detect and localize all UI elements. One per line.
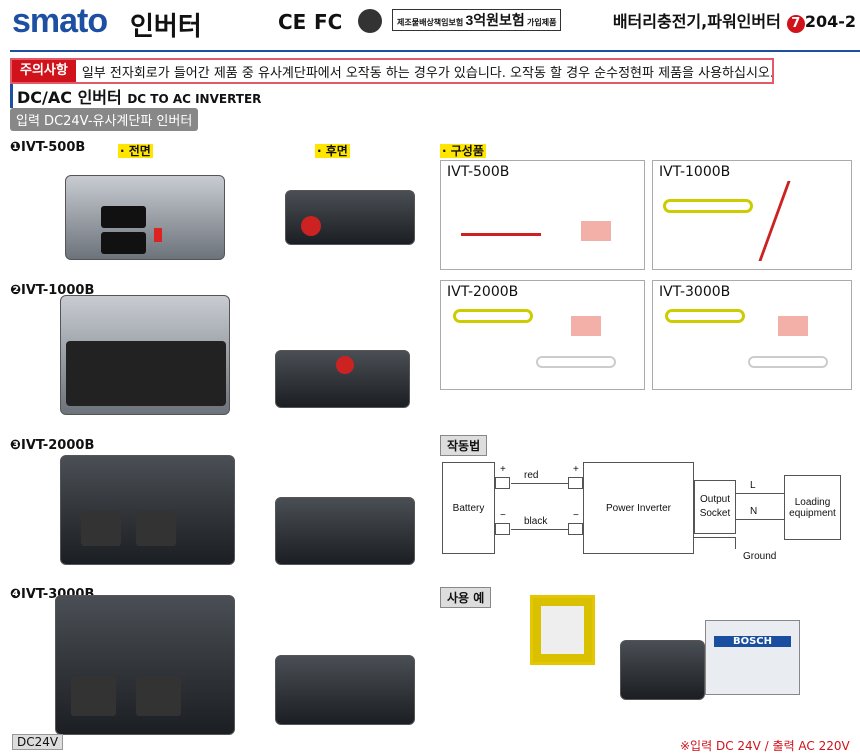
minus-sign: − bbox=[500, 510, 506, 521]
n-label: N bbox=[750, 506, 758, 517]
col-components-label: · 구성품 bbox=[440, 144, 486, 158]
model-num: ❸ bbox=[10, 438, 22, 453]
model-num: ❹ bbox=[10, 587, 22, 602]
cable-image bbox=[758, 181, 833, 261]
diagram-title: 작동법 bbox=[440, 435, 488, 456]
model-name: IVT-500B bbox=[21, 140, 86, 155]
n-wire bbox=[736, 519, 784, 520]
socket-label: Socket bbox=[699, 508, 731, 519]
model-name: IVT-1000B bbox=[21, 283, 95, 298]
red-wire bbox=[511, 483, 568, 484]
model-name: IVT-2000B bbox=[21, 438, 95, 453]
battery-brand: BOSCH bbox=[714, 636, 791, 647]
components-panel: IVT-2000B bbox=[440, 280, 645, 390]
model-label: ❶IVT-500B bbox=[10, 140, 85, 155]
brand-logo: smato bbox=[12, 2, 108, 40]
insurance-badge: 제조물배상책임보험 3억원보험 가입제품 bbox=[392, 9, 562, 31]
l-wire bbox=[736, 493, 784, 494]
model-label: ❷IVT-1000B bbox=[10, 283, 94, 298]
black-label: black bbox=[524, 516, 548, 527]
insurance-suffix: 가입제품 bbox=[527, 18, 557, 27]
panel-title: IVT-2000B bbox=[447, 284, 519, 300]
clip-cable-image bbox=[461, 216, 541, 236]
black-wire bbox=[511, 529, 568, 530]
panel-title: IVT-3000B bbox=[659, 284, 731, 300]
fc-mark: FC bbox=[314, 10, 343, 34]
footer-note: ※입력 DC 24V / 출력 AC 220V bbox=[680, 739, 850, 753]
ground-wire bbox=[694, 537, 736, 549]
minus-sign: − bbox=[573, 510, 579, 521]
components-panel: IVT-1000B bbox=[652, 160, 852, 270]
model-num: ❷ bbox=[10, 283, 22, 298]
ivt3000b-front-image bbox=[55, 595, 235, 735]
ivt2000b-rear-image bbox=[275, 497, 415, 565]
work-light-image bbox=[530, 595, 595, 665]
ivt500b-front-image bbox=[65, 175, 225, 260]
load-box: Loading equipment bbox=[784, 475, 841, 540]
fuse-image bbox=[581, 221, 611, 241]
ivt1000b-rear-image bbox=[275, 350, 410, 408]
model-num: ❶ bbox=[10, 140, 22, 155]
insurance-small: 제조물배상책임보험 bbox=[397, 18, 464, 27]
battery-image: BOSCH bbox=[705, 620, 800, 695]
plus-sign: + bbox=[500, 464, 506, 475]
warning-text: 일부 전자회로가 들어간 제품 중 유사계단파에서 오작동 하는 경우가 있습니… bbox=[81, 65, 774, 81]
plus-sign: + bbox=[573, 464, 579, 475]
dc24v-tag: DC24V bbox=[12, 734, 64, 750]
section-title-ko: DC/AC 인버터 bbox=[17, 88, 122, 107]
col-front: · 전면 bbox=[118, 140, 153, 159]
ivt3000b-rear-image bbox=[275, 655, 415, 725]
inverter-box: Power Inverter bbox=[583, 462, 694, 554]
page-title: 인버터 bbox=[130, 12, 202, 42]
ground-label: Ground bbox=[743, 551, 777, 562]
usage-title: 사용 예 bbox=[440, 587, 492, 608]
col-front-label: · 전면 bbox=[118, 144, 153, 158]
components-panel: IVT-500B bbox=[440, 160, 645, 270]
warning-box: 주의사항 일부 전자회로가 들어간 제품 중 유사계단파에서 오작동 하는 경우가… bbox=[10, 58, 774, 84]
model-label: ❸IVT-2000B bbox=[10, 438, 94, 453]
panel-title: IVT-500B bbox=[447, 164, 510, 180]
page-code: 204-2 bbox=[804, 12, 856, 31]
cable-image bbox=[663, 199, 753, 213]
section-title: DC/AC 인버터 DC TO AC INVERTER bbox=[10, 84, 261, 108]
col-rear: · 후면 bbox=[315, 140, 350, 159]
insurance-big: 3억원보험 bbox=[465, 12, 525, 28]
inverter-usage-image bbox=[620, 640, 705, 700]
battery-box: Battery bbox=[442, 462, 495, 554]
col-rear-label: · 후면 bbox=[315, 144, 350, 158]
panel-title: IVT-1000B bbox=[659, 164, 731, 180]
ivt1000b-front-image bbox=[60, 295, 230, 415]
warning-tag: 주의사항 bbox=[12, 60, 76, 82]
section-subtitle: DC TO AC INVERTER bbox=[127, 92, 262, 106]
ce-mark: CE bbox=[278, 10, 307, 34]
category-label: 배터리충전기,파워인버터 bbox=[612, 12, 781, 31]
red-label: red bbox=[524, 470, 539, 481]
divider bbox=[10, 50, 860, 52]
page-number-badge: 7 bbox=[786, 15, 805, 33]
output-label: Output bbox=[699, 494, 731, 505]
col-components: · 구성품 bbox=[440, 140, 486, 159]
input-tag: 입력 DC24V-유사계단파 인버터 bbox=[10, 108, 199, 131]
ivt2000b-front-image bbox=[60, 455, 235, 565]
l-label: L bbox=[750, 480, 756, 491]
ivt500b-rear-image bbox=[285, 190, 415, 245]
kc-mark-icon bbox=[358, 9, 382, 33]
components-panel: IVT-3000B bbox=[652, 280, 852, 390]
